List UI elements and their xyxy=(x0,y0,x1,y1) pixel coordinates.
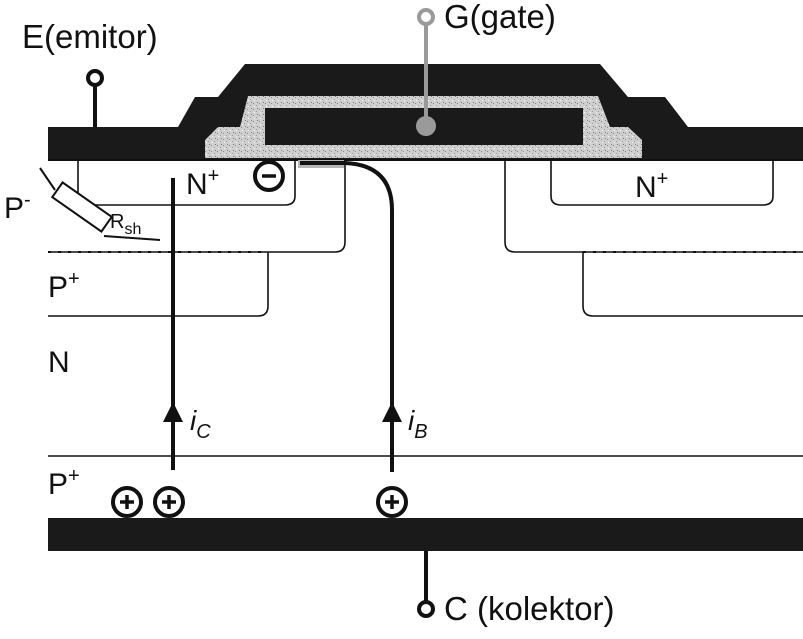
p-minus-label: P- xyxy=(4,189,31,225)
rsh-label: Rsh xyxy=(110,211,141,238)
p-body-left-outline xyxy=(48,160,346,253)
collector-metal xyxy=(48,518,803,551)
p-plus-lower-label: P+ xyxy=(48,465,80,501)
resistor-lead-bottom xyxy=(103,235,161,241)
collector-label: C (kolektor) xyxy=(444,590,615,627)
hole-symbol-3 xyxy=(376,486,408,518)
gate-label: G(gate) xyxy=(444,0,556,35)
ib-current-path xyxy=(300,161,394,472)
collector-terminal xyxy=(417,600,435,618)
n-drift-label: N xyxy=(48,346,70,379)
resistor-body xyxy=(50,181,114,233)
ic-label: iC xyxy=(190,405,211,443)
emitter-terminal xyxy=(86,69,104,87)
electron-symbol xyxy=(253,160,285,192)
p-plus-upper-label: P+ xyxy=(48,268,80,304)
hole-symbol-1 xyxy=(111,486,143,518)
n-plus-right-region xyxy=(550,160,774,206)
gate-terminal xyxy=(417,8,435,26)
emitter-label: E(emitor) xyxy=(22,18,158,55)
n-plus-right-label: N+ xyxy=(635,168,668,204)
gate-contact-dot xyxy=(416,116,436,136)
n-plus-left-label: N+ xyxy=(186,165,219,201)
hole-symbol-2 xyxy=(153,486,185,518)
resistor-lead-top xyxy=(39,167,56,191)
p-plus-right-outline xyxy=(582,252,803,317)
ib-label: iB xyxy=(408,405,428,443)
p-plus-left-outline xyxy=(48,252,269,317)
p-body-right-outline xyxy=(504,160,803,253)
